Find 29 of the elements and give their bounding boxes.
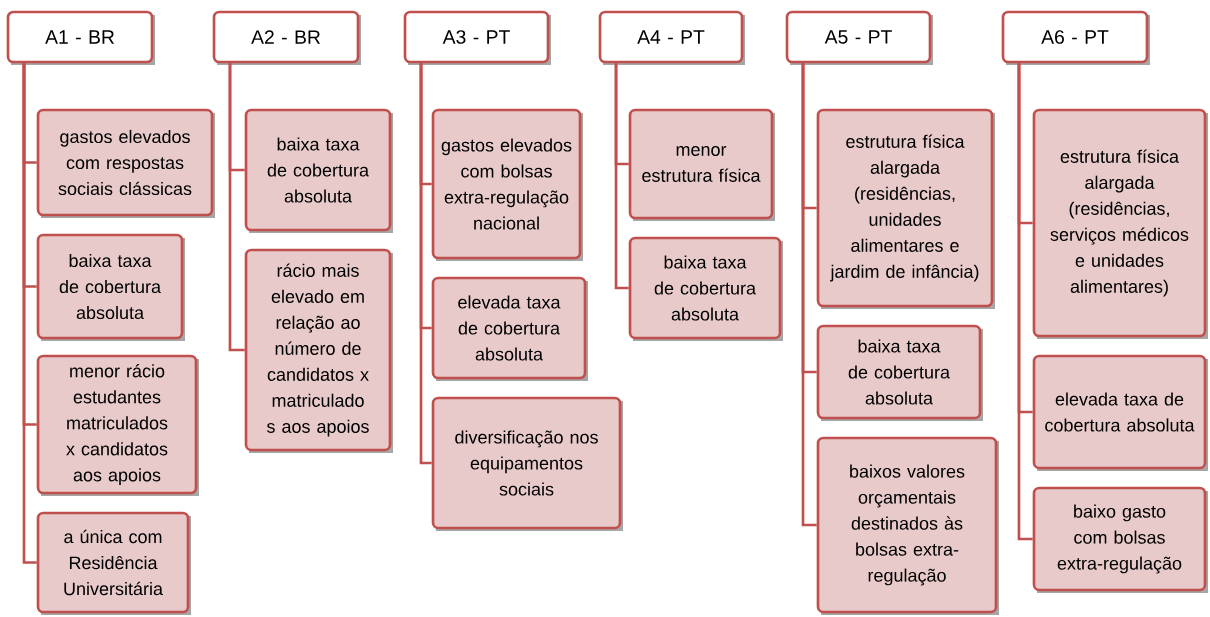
process-box: diversificação nos equipamentos sociais bbox=[431, 396, 623, 531]
process-box: baixa taxa de cobertura absoluta bbox=[244, 108, 393, 233]
connector-line bbox=[22, 63, 37, 564]
header-box: A1 - BR bbox=[6, 10, 155, 65]
process-box: baixo gasto com bolsas extra-regulação bbox=[1032, 486, 1208, 593]
connector-line bbox=[614, 63, 629, 290]
process-box: elevada taxa de cobertura absoluta bbox=[1032, 354, 1208, 471]
process-box: a única com Residência Universitária bbox=[36, 511, 191, 615]
process-box: menor rácio estudantes matriculados x candidatos aos apoios bbox=[36, 354, 199, 496]
header-box: A2 - BR bbox=[212, 10, 361, 65]
header-box: A6 - PT bbox=[1001, 10, 1150, 65]
process-box: elevada taxa de cobertura absoluta bbox=[431, 276, 588, 381]
process-box: baixa taxa de cobertura absoluta bbox=[36, 233, 185, 341]
header-box: A4 - PT bbox=[598, 10, 745, 65]
process-box: gastos elevados com bolsas extra-regulação nacional bbox=[431, 108, 583, 261]
process-box: estrutura física alargada (residências, serviços médicos e unidades alimentares) bbox=[1032, 108, 1208, 339]
connector-line bbox=[419, 63, 432, 465]
connector-line bbox=[228, 63, 245, 352]
process-box: estrutura física alargada (residências, unidades alimentares e jardim de infância) bbox=[816, 108, 995, 309]
process-box: menor estrutura física bbox=[628, 108, 775, 221]
header-box: A3 - PT bbox=[403, 10, 551, 65]
process-box: baixos valores orçamentais destinados às bolsas extra-regulação bbox=[816, 436, 999, 615]
connector-line bbox=[1017, 63, 1033, 541]
process-box: baixa taxa de cobertura absoluta bbox=[628, 236, 783, 341]
process-box: gastos elevados com respostas sociais clássicas bbox=[36, 108, 215, 218]
connector-line bbox=[801, 63, 817, 527]
header-box: A5 - PT bbox=[785, 10, 933, 65]
process-box: rácio mais elevado em relação ao número de candidatos x matriculado s aos apoios bbox=[244, 248, 393, 453]
process-box: baixa taxa de cobertura absoluta bbox=[816, 324, 983, 421]
